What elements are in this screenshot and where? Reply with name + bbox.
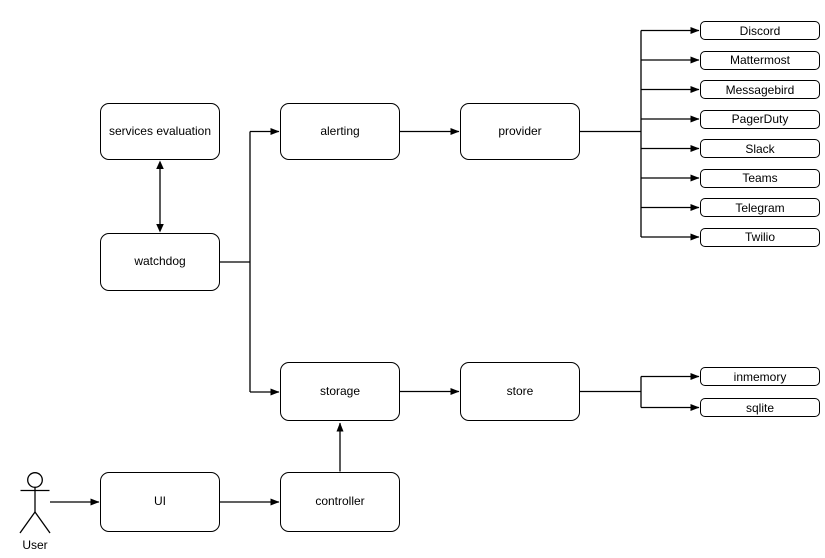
node-slack: Slack — [700, 139, 820, 158]
node-teams: Teams — [700, 168, 820, 188]
node-twilio: Twilio — [700, 227, 820, 247]
node-inmemory: inmemory — [700, 367, 820, 386]
node-storage: storage — [280, 362, 400, 421]
node-provider: provider — [460, 103, 580, 160]
node-mattermost: Mattermost — [700, 50, 820, 70]
arrowhead-down — [156, 224, 164, 233]
user-actor-icon — [19, 472, 51, 534]
node-ui: UI — [100, 472, 220, 532]
user-actor-label: User — [22, 538, 48, 552]
arrowhead-up — [156, 160, 164, 169]
node-watchdog: watchdog — [100, 233, 220, 291]
node-controller: controller — [280, 472, 400, 532]
node-discord: Discord — [700, 21, 820, 40]
node-alerting: alerting — [280, 103, 400, 160]
node-sqlite: sqlite — [700, 398, 820, 417]
node-pagerduty: PagerDuty — [700, 109, 820, 129]
node-messagebird: Messagebird — [700, 80, 820, 99]
node-telegram: Telegram — [700, 198, 820, 217]
node-store: store — [460, 362, 580, 421]
node-services-evaluation: services evaluation — [100, 103, 220, 160]
